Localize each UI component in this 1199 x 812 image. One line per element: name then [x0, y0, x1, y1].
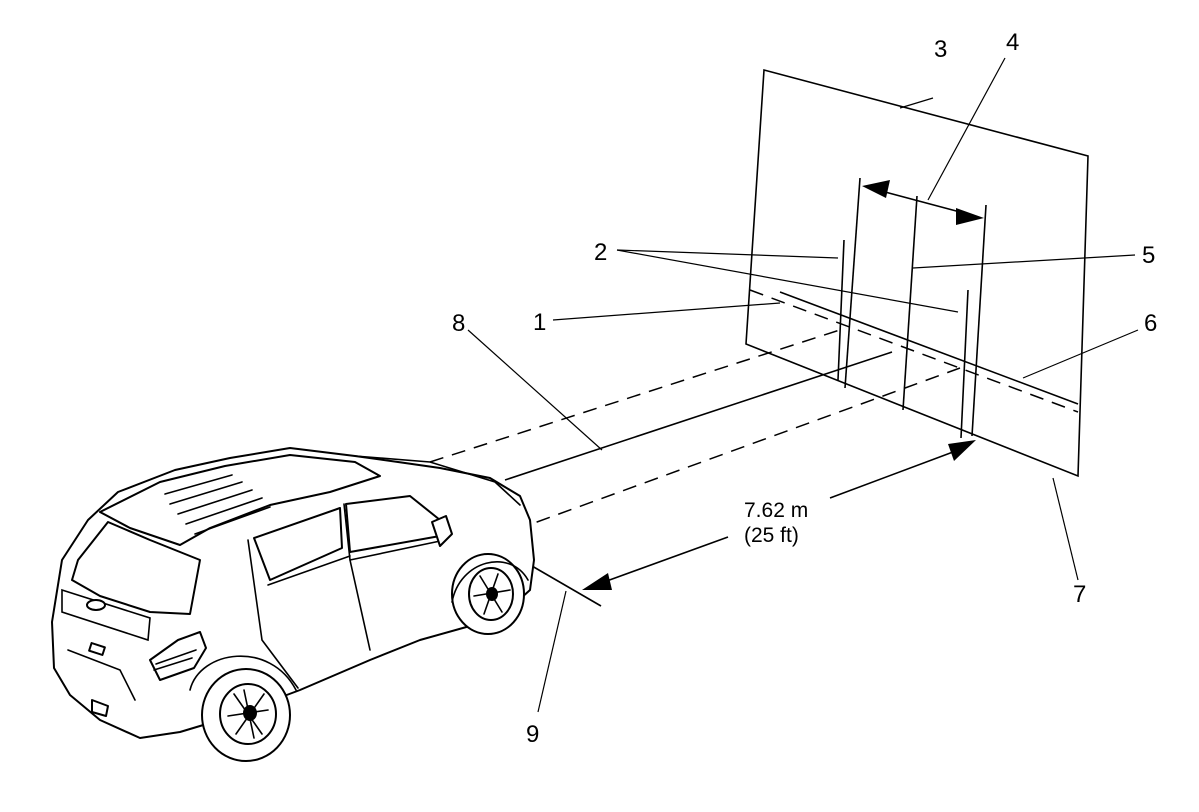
callout-6: 6 — [1144, 310, 1157, 337]
callout-4: 4 — [1006, 29, 1019, 56]
vehicle — [51, 447, 535, 762]
callout-5: 5 — [1142, 242, 1155, 269]
distance-label: 7.62 m (25 ft) — [744, 499, 808, 547]
vertical-reference-lines — [837, 177, 987, 439]
horizontal-reference-line — [504, 291, 1079, 481]
distance-imperial: (25 ft) — [744, 524, 799, 547]
callout-1: 1 — [533, 309, 546, 336]
callout-9: 9 — [526, 721, 539, 748]
centerline-width-arrow — [862, 180, 984, 225]
leader-lines — [467, 57, 1139, 713]
callout-2: 2 — [594, 239, 607, 266]
distance-metric: 7.62 m — [744, 499, 808, 522]
callout-7: 7 — [1073, 581, 1086, 608]
callout-3: 3 — [934, 36, 947, 63]
callout-8: 8 — [452, 310, 465, 337]
callout-labels: 1 2 3 4 5 6 7 8 9 — [452, 29, 1157, 748]
rear-wheel — [201, 668, 291, 762]
front-wheel — [451, 553, 525, 635]
distance-arrow — [531, 440, 976, 607]
beam-center-lines — [429, 289, 1079, 531]
aiming-screen — [745, 68, 1089, 478]
